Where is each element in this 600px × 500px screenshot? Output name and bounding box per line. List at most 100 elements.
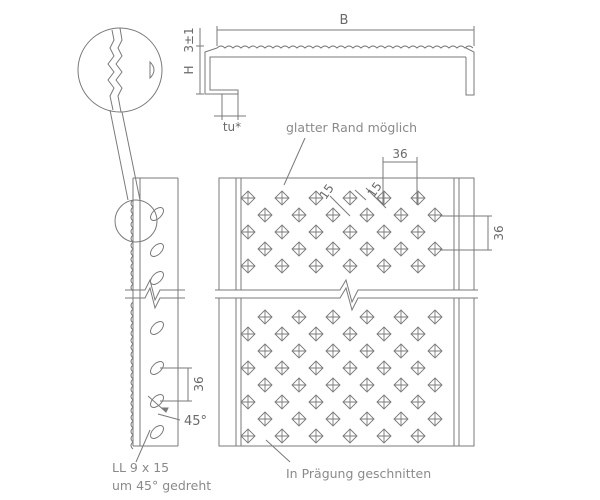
emboss-diamond (376, 428, 392, 444)
emboss-diamond (240, 190, 256, 206)
flange-3-label: 3±1 (182, 27, 196, 52)
side-view (125, 177, 192, 463)
emboss-diamond (308, 428, 324, 444)
emboss-diamond (376, 190, 392, 206)
emboss-diamond (325, 411, 341, 427)
emboss-diamond (393, 343, 409, 359)
angle-45-label: 45° (184, 414, 207, 429)
pitch-36-left-label: 36 (192, 376, 206, 391)
emboss-diamond (393, 309, 409, 325)
emboss-diamond (410, 360, 426, 376)
emboss-diamond (240, 394, 256, 410)
side-slot-holes (150, 207, 164, 439)
emboss-diamond (274, 224, 290, 240)
emboss-diamond (257, 411, 273, 427)
emboss-diamond (308, 258, 324, 274)
emboss-diamond (410, 224, 426, 240)
pitch-36-right-label: 36 (492, 225, 506, 240)
side-embossed-edge (130, 199, 134, 450)
emboss-diamond (274, 394, 290, 410)
slot-hole (150, 207, 164, 221)
emboss-diamond (325, 309, 341, 325)
emboss-diamond (274, 326, 290, 342)
slot-rotation-label: um 45° gedreht (112, 478, 211, 493)
emboss-diamond (359, 241, 375, 257)
emboss-diamond (410, 258, 426, 274)
emboss-diamond (274, 360, 290, 376)
emboss-diamond (342, 326, 358, 342)
emboss-diamond (257, 377, 273, 393)
emboss-diamond (257, 241, 273, 257)
slot-hole (150, 425, 164, 439)
emboss-diamond (359, 207, 375, 223)
dim-15-a-label: 15 (317, 181, 337, 202)
emboss-diamond (376, 224, 392, 240)
emboss-diamond (240, 428, 256, 444)
emboss-diamond (376, 326, 392, 342)
emboss-diamond (427, 241, 443, 257)
front-view (215, 137, 492, 463)
emboss-diamond (274, 428, 290, 444)
emboss-diamond (291, 309, 307, 325)
emboss-diamond (410, 190, 426, 206)
emboss-diamond (291, 411, 307, 427)
emboss-diamond (427, 207, 443, 223)
emboss-diamond (240, 326, 256, 342)
emboss-diamond (291, 241, 307, 257)
emboss-diamond (359, 411, 375, 427)
slot-size-label: LL 9 x 15 (112, 460, 169, 475)
emboss-diamond (274, 258, 290, 274)
emboss-diamond (325, 343, 341, 359)
emboss-diamond (325, 241, 341, 257)
emboss-diamond (308, 394, 324, 410)
emboss-diamond (393, 207, 409, 223)
emboss-diamond (308, 190, 324, 206)
dim-15-b-label: 15 (365, 179, 385, 200)
emboss-diamond (427, 343, 443, 359)
thickness-tu-label: tu* (223, 120, 241, 134)
emboss-diamond (291, 343, 307, 359)
slot-hole (150, 321, 164, 335)
emboss-diamond (257, 207, 273, 223)
emboss-diamond (274, 190, 290, 206)
emboss-diamond (342, 224, 358, 240)
emboss-diamond (393, 241, 409, 257)
width-b-label: B (340, 13, 349, 28)
emboss-diamond (291, 377, 307, 393)
emboss-diamond (427, 309, 443, 325)
emboss-diamond (342, 190, 358, 206)
emboss-diamond (342, 394, 358, 410)
emboss-diamond (240, 224, 256, 240)
pitch-36-top-label: 36 (392, 147, 407, 161)
slot-hole (150, 271, 164, 285)
height-h-label: H (182, 65, 196, 74)
slot-hole (150, 394, 164, 408)
emboss-diamond (342, 428, 358, 444)
emboss-diamond (308, 224, 324, 240)
emboss-diamond (240, 258, 256, 274)
emboss-diamond (291, 207, 307, 223)
emboss-diamond (342, 258, 358, 274)
emboss-diamond (359, 343, 375, 359)
emboss-diamond (325, 377, 341, 393)
detail-magnifier (77, 27, 163, 243)
slot-hole (150, 361, 164, 375)
emboss-diamond (240, 360, 256, 376)
emboss-diamond (359, 377, 375, 393)
emboss-diamond (359, 309, 375, 325)
emboss-diamond (410, 326, 426, 342)
emboss-diamond (393, 411, 409, 427)
smooth-edge-label: glatter Rand möglich (286, 120, 417, 135)
emboss-diamond (376, 258, 392, 274)
cross-section-profile (196, 26, 475, 120)
emboss-diamond (257, 343, 273, 359)
slot-hole (150, 243, 164, 257)
emboss-diamond (257, 309, 273, 325)
emboss-diamond (342, 360, 358, 376)
profile-embossed-top (216, 45, 474, 49)
emboss-diamond (376, 394, 392, 410)
emboss-diamond (393, 377, 409, 393)
emboss-diamond (308, 326, 324, 342)
